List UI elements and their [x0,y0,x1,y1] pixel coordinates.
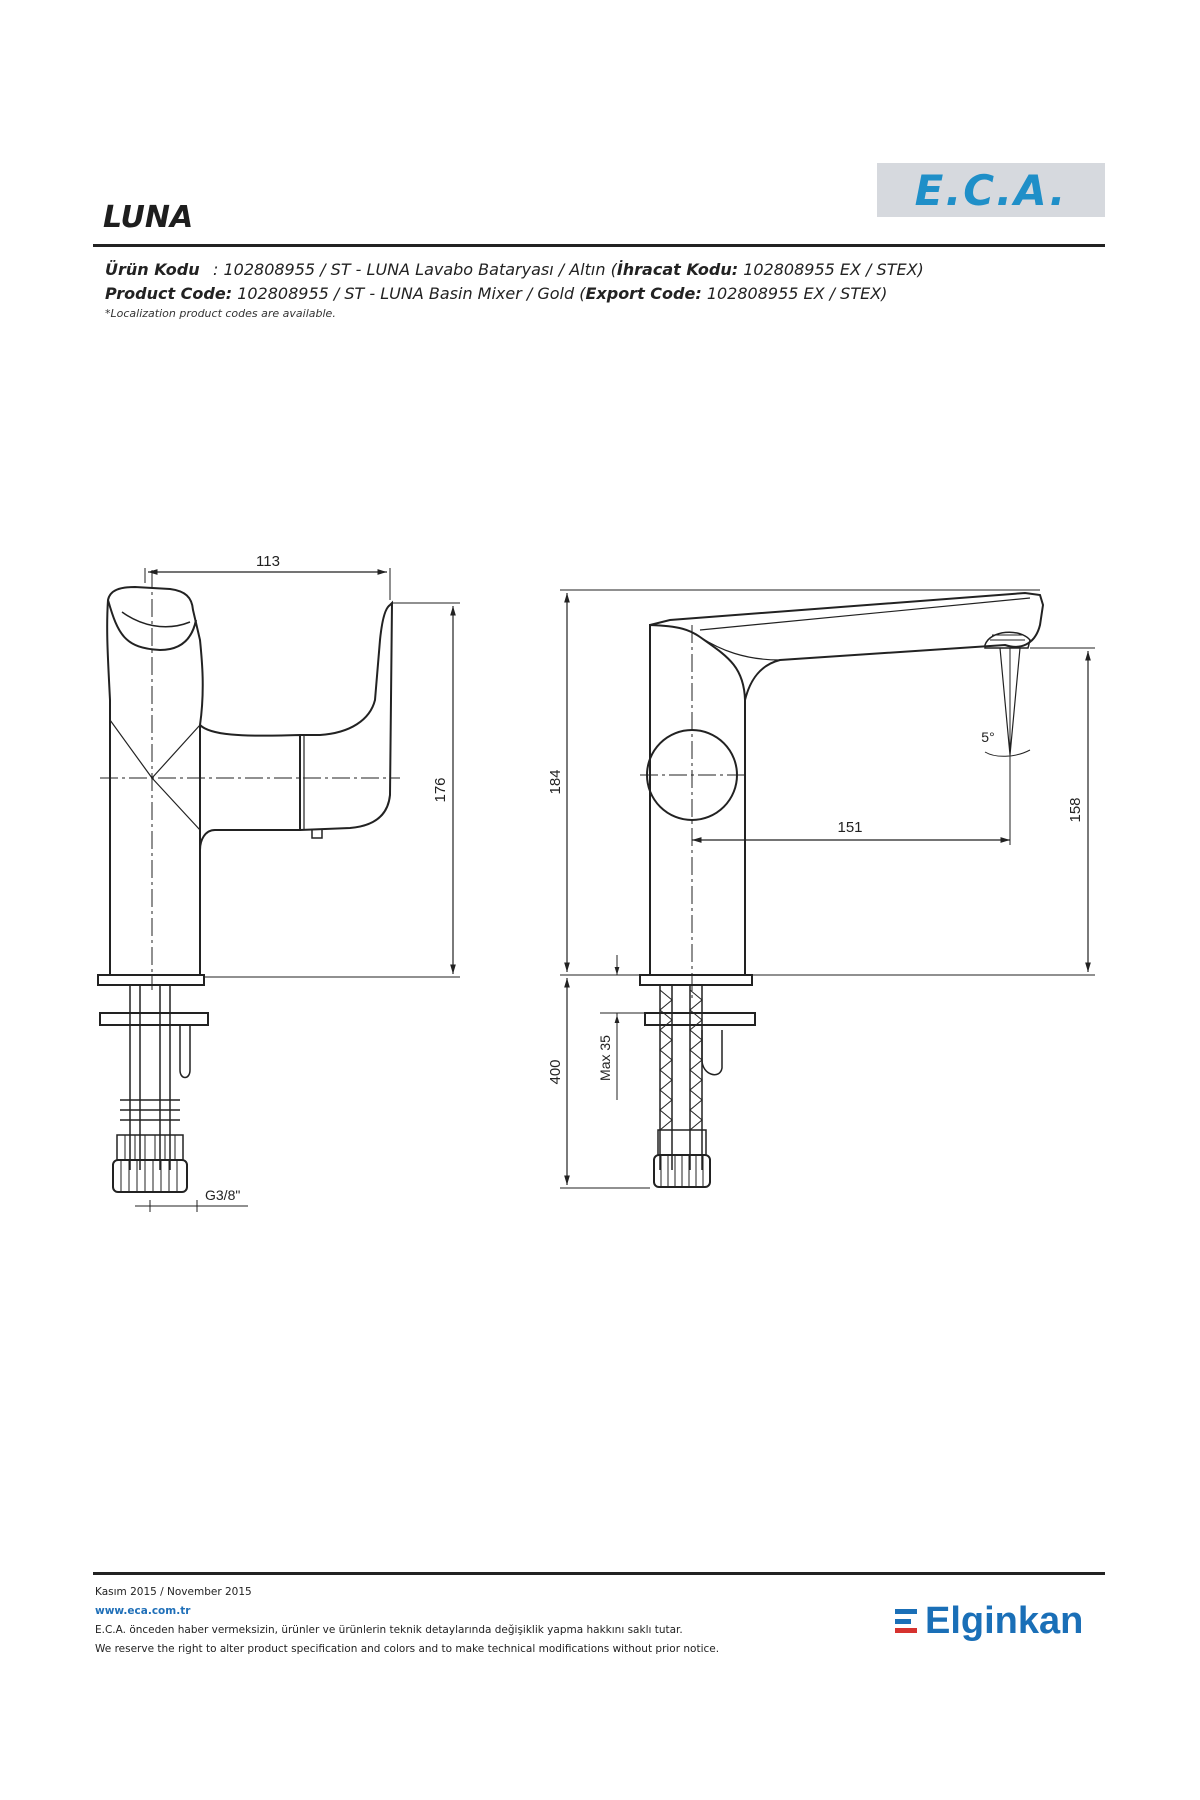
export-value-tr: 102808955 EX / STEX) [738,260,924,279]
elginkan-logo: Elginkan [895,1598,1083,1644]
code-line-en: Product Code: 102808955 / ST - LUNA Basi… [105,282,1095,306]
side-dimension-labels: 184 400 Max 35 151 5° 158 [547,729,1084,1085]
front-dimension-labels: 113 176 G3/8" [205,553,449,1203]
eca-logo: E.C.A. [877,163,1105,217]
localization-note: *Localization product codes are availabl… [105,307,336,320]
export-label-en: Export Code: [585,284,702,303]
footer-date: Kasım 2015 / November 2015 [95,1586,252,1598]
dim-spout-height: 158 [1067,797,1084,822]
dim-front-height: 176 [432,777,449,802]
export-label-tr: İhracat Kodu: [616,260,739,279]
footer-notice-en: We reserve the right to alter product sp… [95,1643,720,1655]
code-value-en: 102808955 / ST - LUNA Basin Mixer / Gold… [232,284,586,303]
elginkan-bars-icon [895,1609,917,1633]
code-line-tr: Ürün Kodu : 102808955 / ST - LUNA Lavabo … [105,258,1095,282]
front-view [97,568,460,1212]
dim-max-thickness: Max 35 [597,1035,613,1081]
export-value-en: 102808955 EX / STEX) [701,284,888,303]
footer-url[interactable]: www.eca.com.tr [95,1605,191,1617]
code-label-en: Product Code: [105,284,233,303]
footer-notice-tr: E.C.A. önceden haber vermeksizin, ürünle… [95,1624,683,1636]
dim-side-height: 184 [547,769,564,794]
dim-front-width: 113 [256,553,280,570]
product-codes: Ürün Kodu : 102808955 / ST - LUNA Lavabo … [105,258,1095,322]
code-value-tr: : 102808955 / ST - LUNA Lavabo Bataryası… [213,260,617,279]
dim-hose-length: 400 [547,1059,564,1084]
footer-text: Kasım 2015 / November 2015 www.eca.com.t… [95,1583,795,1659]
code-label-tr: Ürün Kodu [105,260,200,279]
dim-connection: G3/8" [205,1187,240,1203]
side-view [560,589,1095,1189]
footer-divider [93,1572,1105,1575]
dim-spout-reach: 151 [837,819,862,836]
header-divider [93,244,1105,247]
elginkan-logo-text: Elginkan [925,1599,1084,1642]
product-title: LUNA [103,200,194,235]
dim-spout-angle: 5° [981,729,994,745]
eca-logo-text: E.C.A. [914,165,1068,215]
